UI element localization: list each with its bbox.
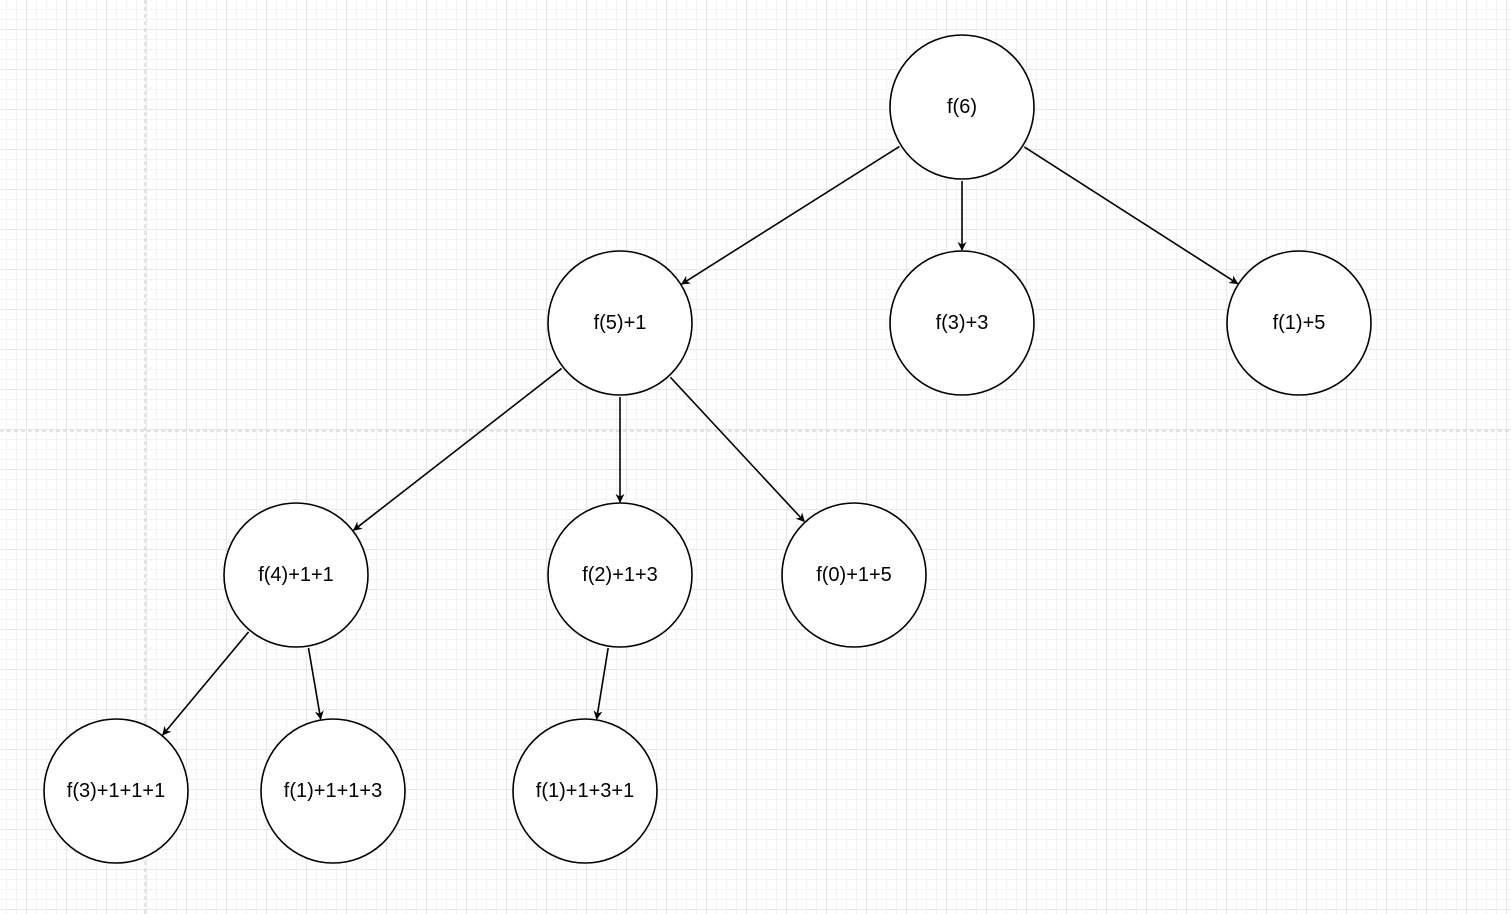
node-n6[interactable]: f(6) bbox=[889, 34, 1035, 180]
node-label: f(6) bbox=[947, 96, 977, 118]
node-circle[interactable] bbox=[781, 502, 927, 648]
edge-n6-to-n5[interactable] bbox=[680, 145, 900, 285]
node-circle[interactable] bbox=[1226, 250, 1372, 396]
node-n3a[interactable]: f(3)+3 bbox=[889, 250, 1035, 396]
node-label: f(1)+5 bbox=[1273, 312, 1326, 334]
node-label: f(1)+1+1+3 bbox=[284, 780, 382, 802]
node-label: f(3)+3 bbox=[936, 312, 989, 334]
node-n0[interactable]: f(0)+1+5 bbox=[781, 502, 927, 648]
node-n3b[interactable]: f(3)+1+1+1 bbox=[43, 718, 189, 864]
edge-n2-to-n1c[interactable] bbox=[593, 647, 609, 720]
node-label: f(3)+1+1+1 bbox=[67, 780, 165, 802]
node-label: f(0)+1+5 bbox=[816, 564, 892, 586]
node-n1c[interactable]: f(1)+1+3+1 bbox=[512, 718, 658, 864]
node-n2[interactable]: f(2)+1+3 bbox=[547, 502, 693, 648]
node-circle[interactable] bbox=[260, 718, 406, 864]
node-label: f(5)+1 bbox=[594, 312, 647, 334]
node-n1a[interactable]: f(1)+5 bbox=[1226, 250, 1372, 396]
node-circle[interactable] bbox=[223, 502, 369, 648]
nodes-layer: f(6) f(5)+1 f(3)+3 f(1)+5 f(4)+1+1 f(2)+1+3 f(… bbox=[43, 34, 1372, 864]
node-circle[interactable] bbox=[512, 718, 658, 864]
node-circle[interactable] bbox=[889, 250, 1035, 396]
edges-layer bbox=[162, 145, 1239, 736]
node-label: f(1)+1+3+1 bbox=[536, 780, 634, 802]
node-n4[interactable]: f(4)+1+1 bbox=[223, 502, 369, 648]
edge-n6-to-n1a[interactable] bbox=[1023, 146, 1239, 285]
edge-n4-to-n3b[interactable] bbox=[162, 631, 250, 736]
node-circle[interactable] bbox=[889, 34, 1035, 180]
node-label: f(4)+1+1 bbox=[258, 564, 334, 586]
edge-n5-to-n4[interactable] bbox=[352, 367, 563, 531]
node-n5[interactable]: f(5)+1 bbox=[547, 250, 693, 396]
node-circle[interactable] bbox=[43, 718, 189, 864]
node-n1b[interactable]: f(1)+1+1+3 bbox=[260, 718, 406, 864]
node-circle[interactable] bbox=[547, 250, 693, 396]
edge-n5-to-n0[interactable] bbox=[669, 376, 805, 523]
edge-n4-to-n1b[interactable] bbox=[307, 647, 324, 720]
node-circle[interactable] bbox=[547, 502, 693, 648]
node-label: f(2)+1+3 bbox=[582, 564, 658, 586]
